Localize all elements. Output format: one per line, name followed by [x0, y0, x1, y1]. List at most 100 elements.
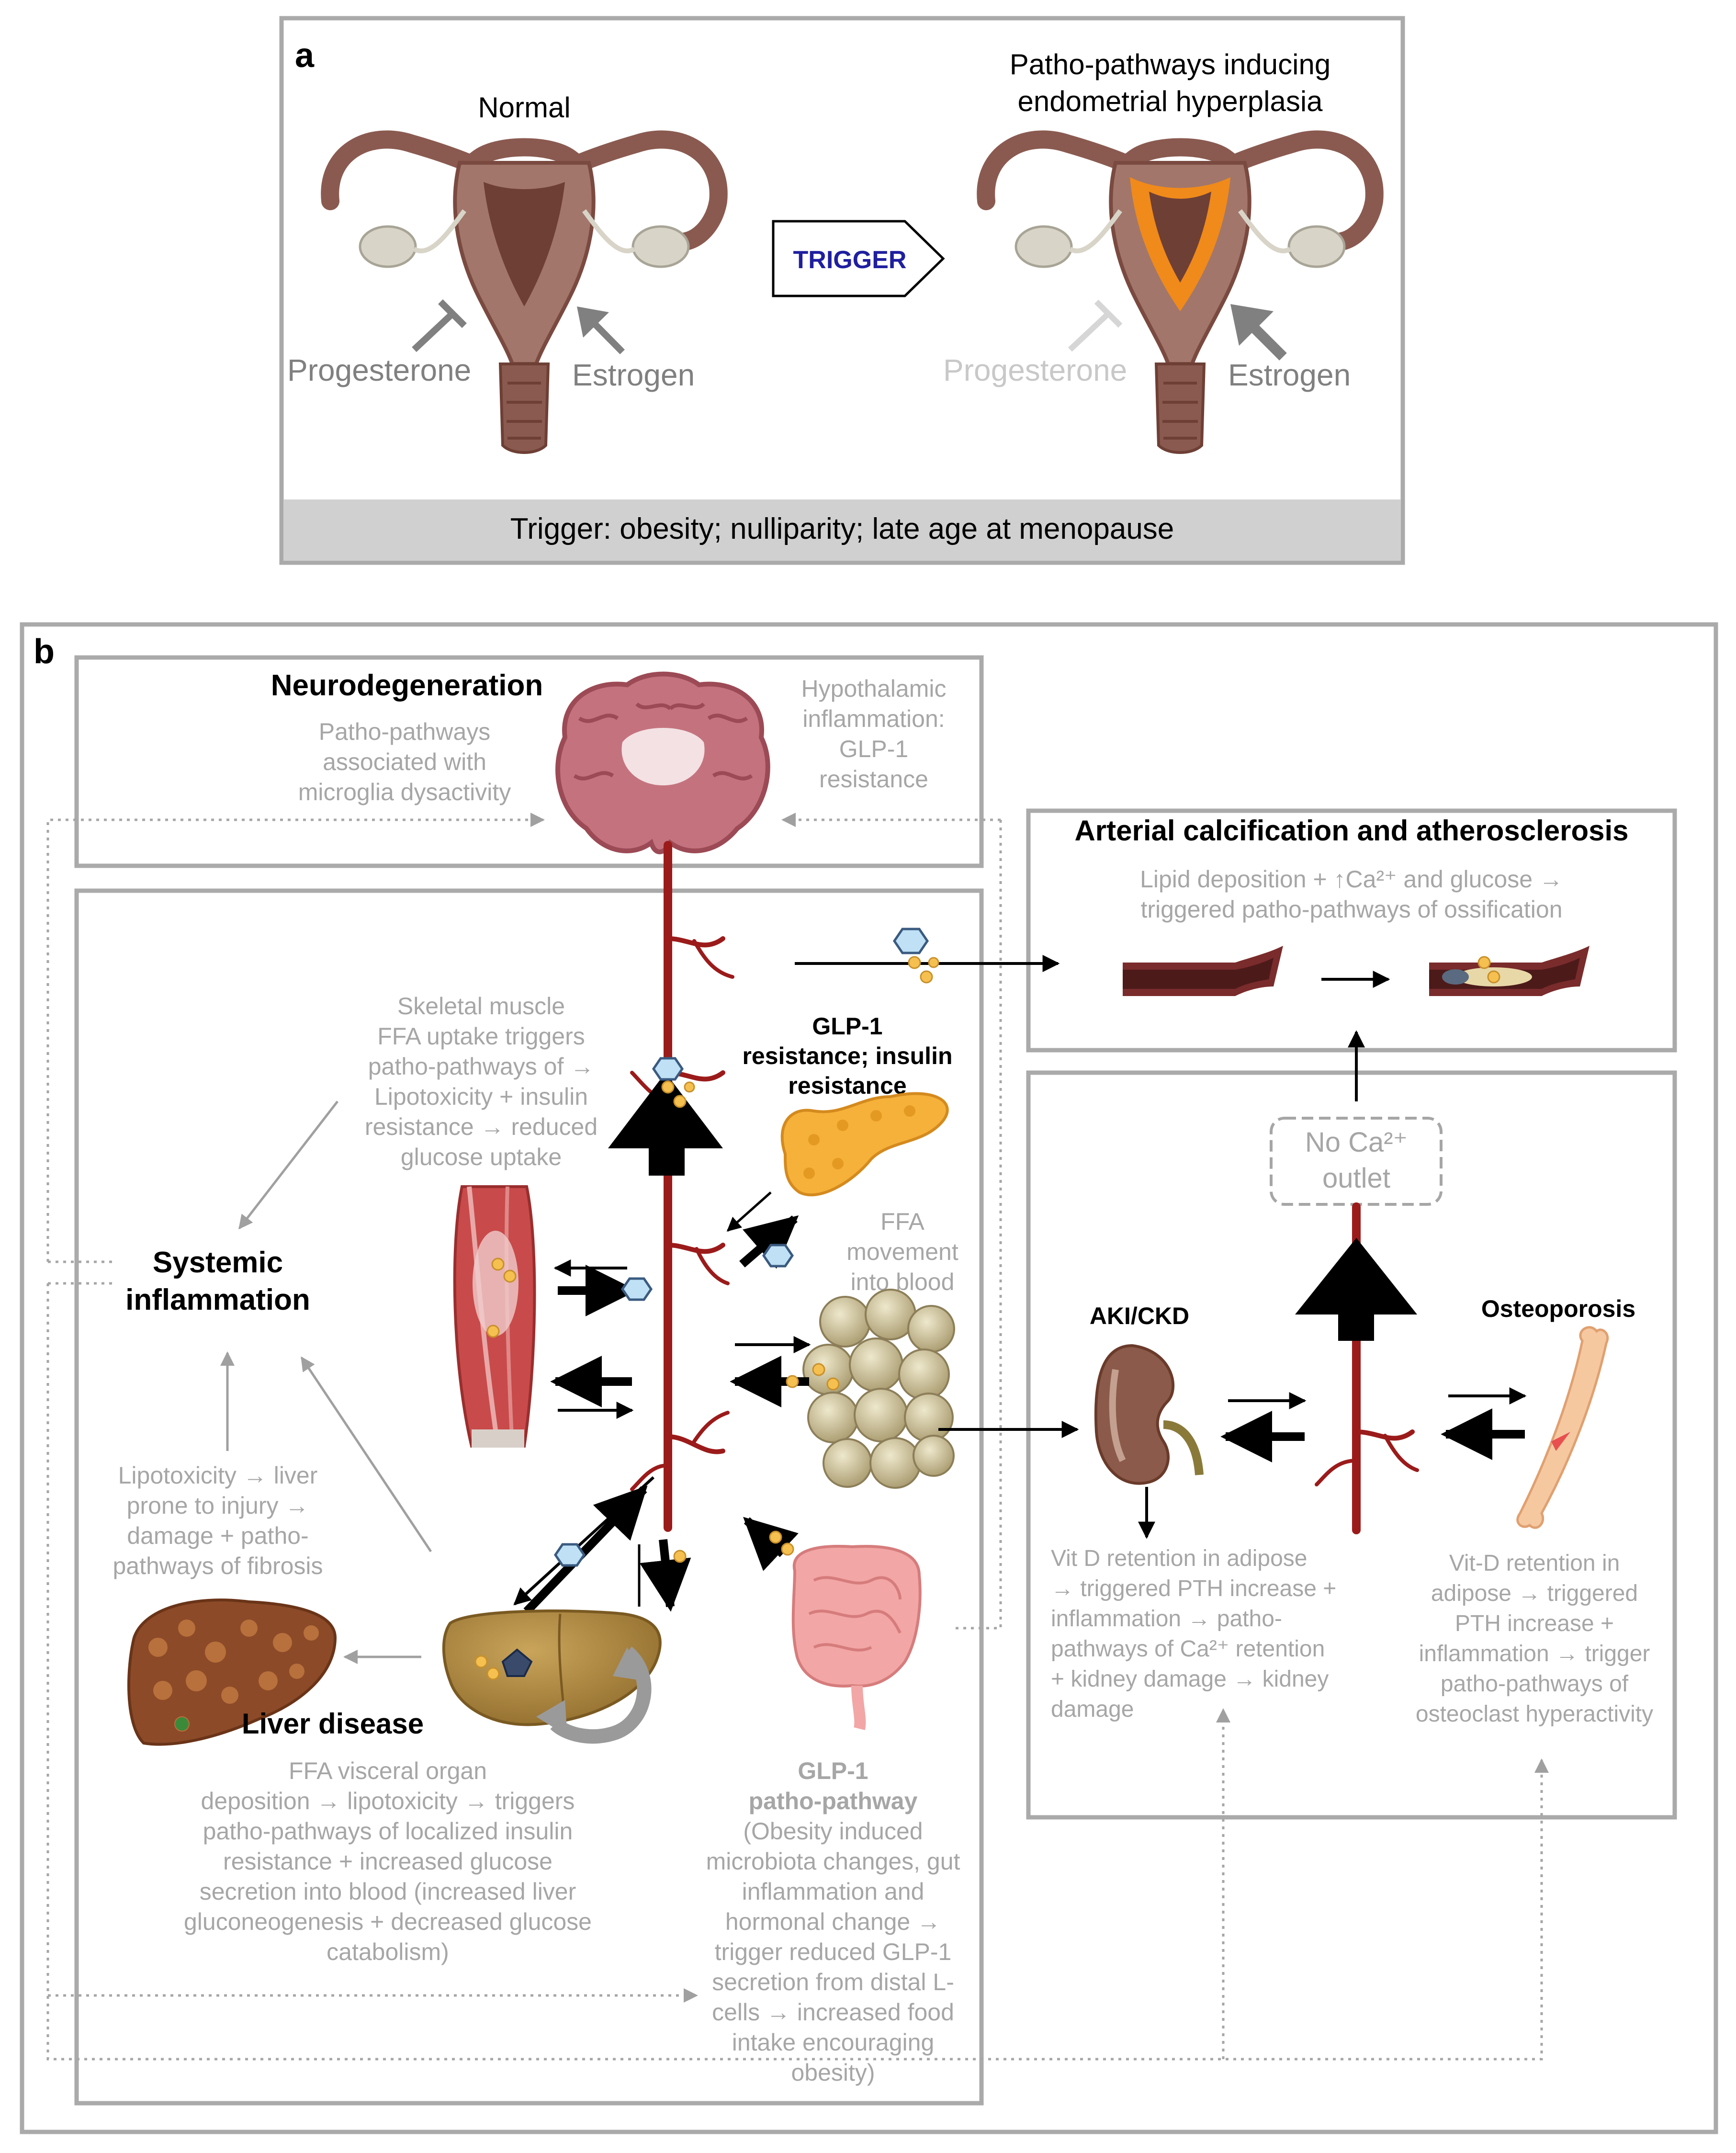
svg-text:hormonal change →: hormonal change →: [725, 1908, 941, 1935]
pancreas-out-arrow: [739, 1215, 799, 1269]
progesterone-inhibition-normal: [412, 299, 467, 352]
normal-uterus-illustration: [321, 130, 728, 454]
liver-disease-title: Liver disease: [242, 1708, 424, 1740]
dotted-connectors: [46, 813, 1549, 2061]
svg-text:adipose → triggered: adipose → triggered: [1431, 1581, 1638, 1606]
arterial-line1: Lipid deposition + ↑Ca²⁺ and glucose →: [1140, 866, 1563, 893]
pancreas-in-arrow: [726, 1191, 772, 1232]
panel-a: a Normal Patho-pathways inducing endomet…: [279, 16, 1405, 565]
svg-text:pathways of Ca²⁺ retention: pathways of Ca²⁺ retention: [1051, 1636, 1325, 1662]
svg-text:(Obesity induced: (Obesity induced: [743, 1818, 923, 1845]
svg-text:patho-pathway: patho-pathway: [749, 1788, 918, 1814]
fatty-liver-icon: [442, 1609, 662, 1744]
svg-text:resistance → reduced: resistance → reduced: [365, 1113, 597, 1140]
svg-text:Hypothalamic: Hypothalamic: [801, 675, 947, 702]
svg-text:GLP-1: GLP-1: [812, 1013, 882, 1040]
muscle-to-inflammation-arrow: [238, 1100, 338, 1230]
skeletal-muscle-text: Skeletal muscle FFA uptake triggers path…: [365, 993, 597, 1170]
svg-text:glucose uptake: glucose uptake: [401, 1144, 562, 1170]
svg-text:Vit-D retention in: Vit-D retention in: [1449, 1551, 1620, 1576]
systemic-inflammation-text: Systemic inflammation: [125, 1246, 310, 1316]
estrogen-arrow-normal: [577, 306, 625, 354]
svg-text:damage: damage: [1051, 1697, 1134, 1722]
bone-icon: [1516, 1326, 1609, 1529]
trigger-bar: [283, 499, 1401, 561]
svg-text:intake encouraging: intake encouraging: [732, 2029, 935, 2056]
svg-text:associated with: associated with: [323, 748, 486, 775]
svg-text:Patho-pathways: Patho-pathways: [319, 718, 491, 745]
svg-text:patho-pathways of →: patho-pathways of →: [368, 1053, 595, 1080]
no-ca-line1: No Ca²⁺: [1305, 1127, 1408, 1158]
svg-text:deposition → lipotoxicity → tr: deposition → lipotoxicity → triggers: [201, 1788, 575, 1814]
patho-uterus-illustration: [977, 130, 1384, 454]
svg-text:→ triggered PTH increase +: → triggered PTH increase +: [1051, 1576, 1336, 1601]
svg-text:inflammation → trigger: inflammation → trigger: [1419, 1641, 1650, 1666]
svg-text:Lipotoxicity → liver: Lipotoxicity → liver: [118, 1462, 318, 1489]
svg-text:obesity): obesity): [791, 2059, 875, 2086]
trigger-bar-text: Trigger: obesity; nulliparity; late age …: [510, 512, 1174, 545]
svg-text:movement: movement: [846, 1238, 958, 1265]
svg-text:resistance + increased glucose: resistance + increased glucose: [223, 1848, 552, 1875]
svg-text:GLP-1: GLP-1: [839, 736, 909, 762]
osteo-description-text: Vit-D retention in adipose → triggered P…: [1416, 1551, 1653, 1727]
patho-progesterone-label: Progesterone: [943, 353, 1127, 387]
kidney-bone-frame: [1026, 1070, 1677, 1820]
liver-to-vessel-arrow: [523, 1485, 648, 1615]
svg-text:microglia dysactivity: microglia dysactivity: [298, 779, 511, 805]
svg-text:FFA uptake triggers: FFA uptake triggers: [377, 1023, 585, 1050]
svg-text:inflammation: inflammation: [125, 1283, 310, 1316]
svg-text:microbiota changes, gut: microbiota changes, gut: [706, 1848, 960, 1875]
gut-to-vessel-arrow: [743, 1517, 799, 1571]
svg-text:cells → increased food: cells → increased food: [712, 1999, 954, 2026]
svg-text:Systemic: Systemic: [153, 1246, 283, 1279]
big-up-arrow-right: [1295, 1238, 1417, 1341]
brain-icon: [555, 671, 770, 854]
svg-text:into blood: into blood: [851, 1269, 955, 1295]
svg-text:FFA: FFA: [880, 1208, 924, 1235]
osteoporosis-title: Osteoporosis: [1481, 1295, 1635, 1322]
glp1-pathway-text: GLP-1 patho-pathway (Obesity induced mic…: [706, 1757, 960, 2086]
svg-text:PTH increase +: PTH increase +: [1455, 1611, 1614, 1636]
glp1-resistance-text: GLP-1 resistance; insulin resistance: [742, 1013, 952, 1099]
panel-b-letter: b: [34, 633, 55, 671]
skeletal-muscle-icon: [453, 1185, 536, 1448]
hypothalamic-text: Hypothalamic inflammation: GLP-1 resista…: [801, 675, 947, 793]
big-up-arrow-left: [608, 1073, 723, 1176]
microglia-text: Patho-pathways associated with microglia…: [298, 718, 511, 805]
blood-vessel-central: [630, 841, 734, 1532]
svg-text:inflammation and: inflammation and: [742, 1878, 924, 1905]
trigger-arrow: TRIGGER: [772, 220, 945, 297]
svg-text:inflammation → patho-: inflammation → patho-: [1051, 1606, 1282, 1632]
ffa-movement-text: FFA movement into blood: [846, 1208, 958, 1295]
svg-text:FFA visceral organ: FFA visceral organ: [289, 1757, 487, 1784]
trigger-arrow-label: TRIGGER: [793, 246, 907, 274]
svg-text:inflammation:: inflammation:: [802, 705, 945, 732]
liver-to-inflammation-arrow: [300, 1356, 432, 1552]
aki-description-text: Vit D retention in adipose → triggered P…: [1051, 1546, 1336, 1722]
svg-text:catabolism): catabolism): [327, 1938, 449, 1965]
normal-label: Normal: [478, 91, 570, 124]
lipotoxicity-text: Lipotoxicity → liver prone to injury → d…: [113, 1462, 323, 1579]
artery-healthy-icon: [1123, 946, 1283, 996]
progesterone-inhibition-patho: [1068, 299, 1123, 352]
ffa-droplet-icons: [474, 956, 1500, 1680]
svg-text:prone to injury →: prone to injury →: [127, 1492, 309, 1519]
glp1-molecule-icons: [553, 928, 929, 1567]
liver-description-text: FFA visceral organ deposition → lipotoxi…: [184, 1757, 592, 1965]
svg-text:gluconeogenesis + decreased g: gluconeogenesis + decreased glucose: [184, 1908, 592, 1935]
svg-text:resistance; insulin: resistance; insulin: [742, 1043, 952, 1069]
svg-text:patho-pathways of localized i: patho-pathways of localized insulin: [203, 1818, 573, 1845]
svg-text:damage + patho-: damage + patho-: [127, 1522, 308, 1549]
svg-text:Vit D retention in adipose: Vit D retention in adipose: [1051, 1546, 1307, 1571]
panel-b: b Neurodegeneration Patho-pathways assoc…: [20, 622, 1718, 2134]
normal-progesterone-label: Progesterone: [287, 353, 471, 387]
svg-text:secretion from distal L-: secretion from distal L-: [712, 1969, 954, 1995]
arterial-frame: [1026, 808, 1677, 1053]
aki-ckd-title: AKI/CKD: [1090, 1303, 1189, 1329]
normal-estrogen-label: Estrogen: [572, 358, 695, 392]
arterial-line2: triggered patho-pathways of ossification: [1140, 896, 1562, 923]
pancreas-icon: [780, 1092, 949, 1197]
svg-text:patho-pathways of: patho-pathways of: [1441, 1671, 1629, 1697]
svg-text:resistance: resistance: [819, 766, 928, 793]
